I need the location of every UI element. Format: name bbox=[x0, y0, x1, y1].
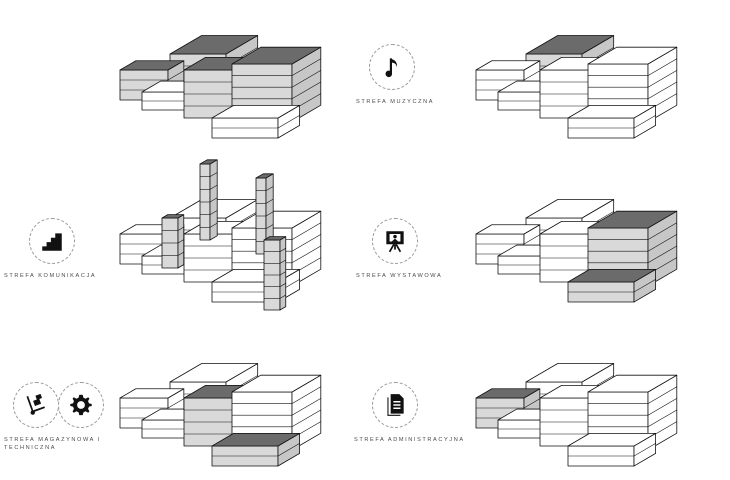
overview-block-1-top bbox=[119, 60, 185, 71]
music-block-3-top bbox=[587, 46, 678, 65]
overview-block-3-top bbox=[231, 46, 322, 65]
exhibition-block-3-floor-line bbox=[647, 222, 677, 240]
storage-block-3-floor-line bbox=[291, 386, 321, 404]
overview-block-3-floor-line bbox=[291, 81, 321, 100]
music-note-icon bbox=[385, 58, 398, 78]
communication-core-a-floor-line bbox=[209, 184, 218, 190]
admin-block-3-floor-line bbox=[647, 409, 677, 428]
storage-block-3-top bbox=[231, 374, 322, 393]
communication-core-a-floor-line bbox=[209, 197, 218, 203]
communication-core-c-floor-line bbox=[177, 226, 184, 231]
communication-core-b-floor-line bbox=[265, 186, 274, 191]
communication-core-c-floor-line bbox=[177, 239, 184, 244]
storage-zone-caption-line2: TECHNICZNA bbox=[4, 445, 57, 451]
communication-core-a-floor-line bbox=[209, 222, 218, 228]
music-block-3-floor-line bbox=[647, 81, 677, 100]
communication-core-d-floor-line bbox=[279, 283, 286, 287]
storage-zone-badge-right bbox=[58, 382, 104, 428]
overview-block-1-floor-line bbox=[167, 70, 184, 81]
exhibition-zone-badge bbox=[372, 218, 418, 264]
storage-block-1-top bbox=[119, 388, 185, 399]
storage-zone-caption: STREFA MAGAZYNOWA I TECHNICZNA bbox=[4, 436, 108, 452]
music-block-3-floor-line bbox=[647, 58, 677, 76]
admin-block-3-floor-line bbox=[647, 386, 677, 404]
admin-block-3-top bbox=[587, 374, 678, 393]
communication-core-d-floor-line bbox=[279, 248, 286, 252]
music-block-1-floor-line bbox=[523, 70, 540, 81]
exhibition-block-0-top bbox=[525, 199, 615, 219]
storage-zone-caption-line1: STREFA MAGAZYNOWA I bbox=[4, 437, 102, 443]
music-zone-badge bbox=[369, 44, 415, 90]
admin-block-1-floor-line bbox=[523, 398, 540, 409]
exhibition-zone-caption: STREFA WYSTAWOWA bbox=[356, 273, 443, 279]
admin-block-3-floor-line bbox=[647, 398, 677, 416]
admin-zone-badge bbox=[372, 382, 418, 428]
music-block-4-top bbox=[567, 105, 656, 119]
easel-icon bbox=[386, 231, 404, 253]
music-block-0-top bbox=[525, 35, 615, 55]
gear-icon bbox=[70, 394, 92, 416]
communication-core-c-floor-line bbox=[177, 251, 184, 256]
exhibition-block-4-floor-line bbox=[633, 279, 656, 293]
communication-core-a-top bbox=[199, 159, 218, 165]
overview-block-3-floor-line bbox=[291, 58, 321, 76]
storage-block-4-floor-line bbox=[277, 443, 300, 457]
exhibition-block-3-floor-line bbox=[647, 245, 677, 264]
storage-block-3-floor-line bbox=[291, 398, 321, 416]
music-block-1-top bbox=[475, 60, 541, 71]
storage-block-1-floor-line bbox=[167, 398, 184, 409]
exhibition-block-3-top bbox=[587, 210, 678, 229]
exhibition-block-4-top bbox=[567, 268, 656, 283]
storage-block-0-top bbox=[169, 363, 259, 383]
admin-zone-caption: STREFA ADMINISTRACYJNA bbox=[354, 437, 465, 443]
storage-block-3-floor-line bbox=[291, 409, 321, 428]
document-icon bbox=[387, 394, 404, 416]
music-zone-caption: STREFA MUZYCZNA bbox=[356, 99, 435, 105]
hand-truck-icon bbox=[26, 393, 45, 415]
exhibition-block-1-floor-line bbox=[523, 234, 540, 245]
communication-zone-caption: STREFA KOMUNIKACJA bbox=[4, 273, 97, 279]
communication-core-b-floor-line bbox=[265, 224, 274, 229]
communication-core-a-floor-line bbox=[209, 210, 218, 215]
admin-block-4-top bbox=[567, 432, 656, 447]
overview-block-4-floor-line bbox=[277, 115, 300, 129]
overview-block-0-top bbox=[169, 35, 259, 55]
communication-block-3-floor-line bbox=[291, 234, 321, 252]
communication-core-c-top bbox=[161, 214, 185, 219]
admin-block-4-floor-line bbox=[633, 443, 656, 457]
communication-core-b-floor-line bbox=[265, 198, 274, 204]
music-block-4-floor-line bbox=[633, 115, 656, 129]
communication-block-3-floor-line bbox=[291, 245, 321, 264]
exhibition-block-1-top bbox=[475, 224, 541, 235]
music-block-3-floor-line bbox=[647, 70, 677, 88]
communication-zone-badge bbox=[29, 218, 75, 264]
storage-block-4-top bbox=[211, 432, 301, 447]
admin-block-1-top bbox=[475, 388, 541, 399]
communication-core-b-top bbox=[255, 173, 274, 179]
exhibition-block-3-floor-line bbox=[647, 234, 677, 252]
communication-core-d-floor-line bbox=[279, 294, 286, 299]
stairs-icon bbox=[42, 233, 62, 251]
overview-block-4-top bbox=[211, 105, 301, 119]
storage-zone-badge-left bbox=[13, 382, 59, 428]
admin-block-0-top bbox=[525, 363, 615, 383]
overview-block-3-floor-line bbox=[291, 70, 321, 88]
communication-core-d-floor-line bbox=[279, 271, 286, 276]
communication-core-a-floor-line bbox=[209, 172, 218, 177]
communication-core-d-floor-line bbox=[279, 259, 286, 264]
communication-core-d-top bbox=[263, 236, 287, 241]
communication-core-b-floor-line bbox=[265, 211, 274, 217]
communication-block-3-floor-line bbox=[291, 222, 321, 240]
